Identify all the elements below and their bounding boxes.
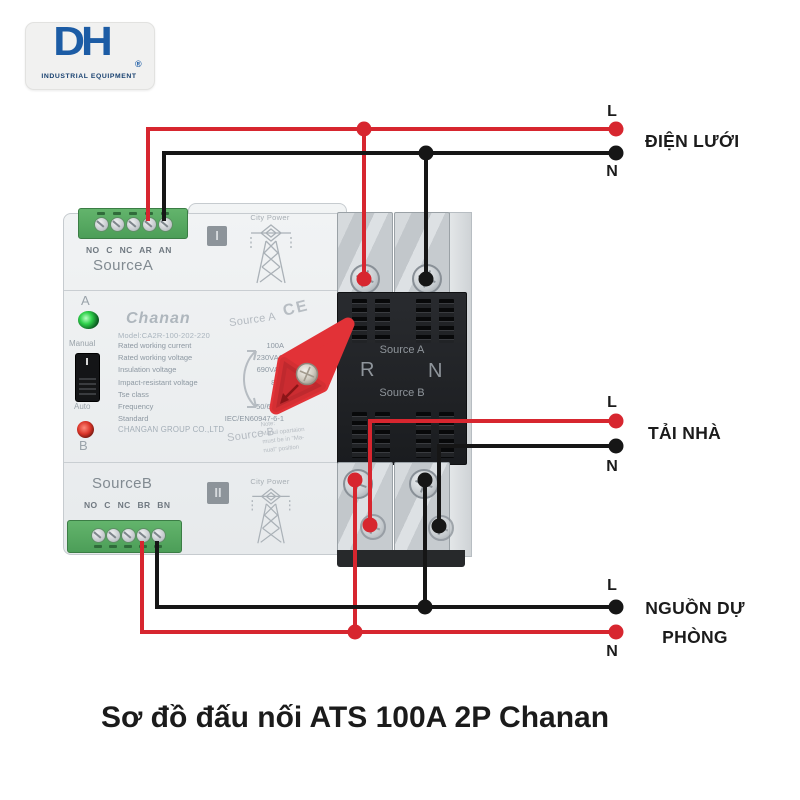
terminal-screw bbox=[110, 217, 125, 232]
terminal-screw bbox=[136, 528, 151, 543]
source-a-label: SourceA bbox=[93, 257, 154, 274]
brand-logo-text: Chanan bbox=[126, 310, 191, 327]
spec-label: Rated working current bbox=[118, 341, 192, 350]
spec-value: 690VAC bbox=[256, 365, 284, 375]
module-source-a-label: Source A bbox=[379, 344, 425, 356]
source-a-pin-labels: NO C NC AR AN bbox=[86, 245, 172, 255]
registered-mark: ® bbox=[135, 59, 142, 69]
led-source-a bbox=[78, 311, 99, 329]
vent-slots bbox=[416, 412, 454, 458]
badge-two: II bbox=[207, 482, 229, 504]
badge-one: I bbox=[207, 226, 227, 246]
load-title: TẢI NHÀ bbox=[648, 423, 722, 443]
grid-neutral-label: N bbox=[606, 163, 618, 180]
terminal-screw bbox=[91, 528, 106, 543]
model-line: Model:CA2R-100-202-220 bbox=[118, 331, 210, 340]
load-neutral-label: N bbox=[606, 458, 618, 475]
company-line: CHANGAN GROUP CO.,LTD bbox=[118, 425, 225, 435]
pole-screw bbox=[428, 515, 454, 541]
module-n-label: N bbox=[428, 360, 443, 382]
power-tower-icon bbox=[251, 488, 291, 544]
indicator-a-label: A bbox=[81, 293, 90, 308]
vent-slots bbox=[352, 299, 390, 343]
vent-slots bbox=[416, 299, 454, 343]
source-b-label: SourceB bbox=[92, 475, 153, 492]
source-b-terminal-block bbox=[67, 520, 182, 553]
spec-value: 230VAC bbox=[256, 353, 284, 363]
dh-logo-text: DH bbox=[53, 19, 113, 65]
module-source-b-label: Source B bbox=[379, 387, 425, 399]
terminal-screw bbox=[158, 217, 173, 232]
manual-auto-switch bbox=[75, 353, 100, 402]
pole-screw bbox=[412, 264, 442, 294]
spec-value: IEC/EN60947-6-1 bbox=[224, 414, 284, 424]
backup-title-line2: PHÒNG bbox=[662, 627, 728, 647]
source-a-terminal-block bbox=[78, 208, 188, 239]
spec-label: Rated working voltage bbox=[118, 353, 193, 363]
spec-label: Impact-resistant voltage bbox=[118, 377, 198, 387]
grid-title: ĐIỆN LƯỚI bbox=[645, 131, 740, 151]
transfer-handle bbox=[269, 317, 355, 415]
pole-screw bbox=[409, 469, 439, 499]
handle-arrow bbox=[280, 393, 289, 404]
indicator-b-label: B bbox=[79, 438, 88, 453]
led-source-b bbox=[77, 421, 94, 438]
body-seam-top bbox=[64, 290, 344, 291]
top-cover-right bbox=[394, 212, 450, 294]
terminal-screw bbox=[94, 217, 109, 232]
bottom-cover-left bbox=[337, 462, 393, 552]
load-live-label: L bbox=[607, 394, 617, 411]
manual-label: Manual bbox=[69, 339, 96, 348]
auto-label: Auto bbox=[74, 402, 91, 411]
spec-label: Standard bbox=[118, 414, 149, 424]
spec-value: 100A bbox=[266, 341, 284, 350]
device-base bbox=[337, 550, 465, 567]
spec-label: Tse class bbox=[118, 389, 149, 399]
rotation-arrow-icon bbox=[243, 350, 257, 408]
spec-label: Insulation voltage bbox=[118, 365, 177, 375]
body-seam-bottom bbox=[64, 462, 344, 463]
terminal-screw bbox=[121, 528, 136, 543]
terminal-screw bbox=[106, 528, 121, 543]
backup-live-label: L bbox=[607, 577, 617, 594]
dh-logo: DH ® INDUSTRIAL EQUIPMENT bbox=[25, 19, 155, 90]
module-r-label: R bbox=[360, 359, 375, 381]
pole-screw bbox=[350, 264, 380, 294]
grid-live-label: L bbox=[607, 103, 617, 120]
spec-label: Frequency bbox=[118, 402, 154, 412]
city-power-label-bottom: City Power bbox=[250, 477, 290, 486]
terminal-screw bbox=[151, 528, 166, 543]
terminal-screw bbox=[126, 217, 141, 232]
pole-screw bbox=[343, 469, 373, 499]
source-b-pin-labels: NO C NC BR BN bbox=[84, 500, 171, 510]
backup-title-line1: NGUỒN DỰ bbox=[645, 598, 745, 618]
pole-screw bbox=[360, 514, 386, 540]
power-tower-icon bbox=[250, 224, 292, 284]
terminal-screw bbox=[142, 217, 157, 232]
city-power-label-top: City Power bbox=[250, 213, 290, 222]
backup-neutral-label: N bbox=[606, 643, 618, 660]
top-cover-left bbox=[337, 212, 393, 294]
bottom-cover-right bbox=[394, 462, 454, 552]
diagram-caption: Sơ đồ đấu nối ATS 100A 2P Chanan bbox=[100, 701, 610, 734]
logo-tagline: INDUSTRIAL EQUIPMENT bbox=[41, 73, 137, 80]
